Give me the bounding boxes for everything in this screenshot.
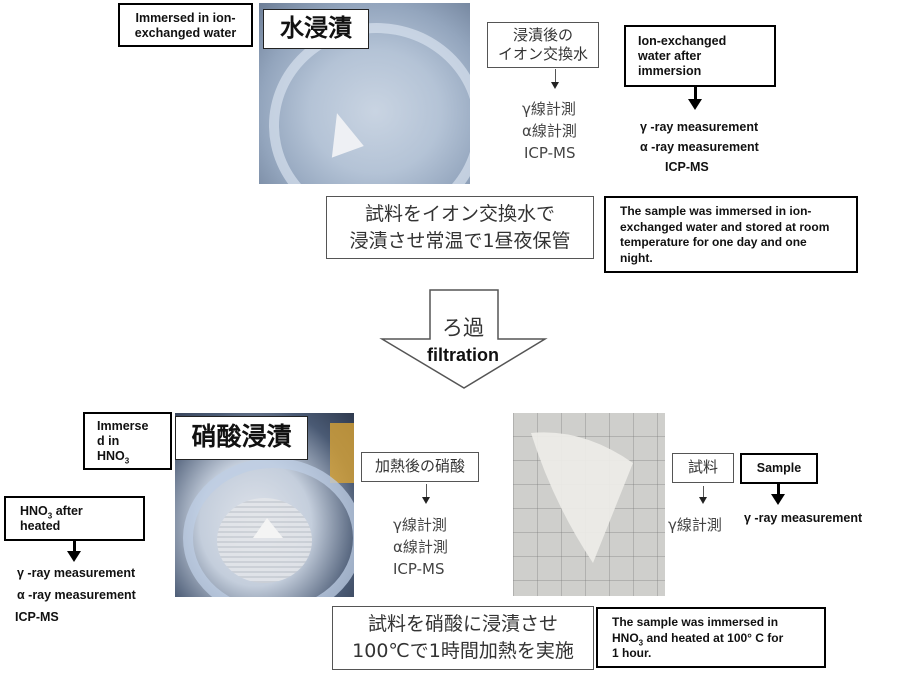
desc-hno3-jp-line1: 試料を硝酸に浸漬させ bbox=[367, 613, 558, 635]
desc-hno3-en-line1: The sample was immersed in bbox=[612, 615, 779, 629]
desc-hno3-jp-line2: 100℃で1時間加熱を実施 bbox=[352, 640, 574, 662]
measurement-en-gamma: γ -ray measurement bbox=[17, 566, 136, 580]
sample-en-box: Sample bbox=[740, 453, 818, 484]
measurements-hno3-en: γ -ray measurement α -ray measurement IC… bbox=[15, 562, 136, 628]
measurement-jp-alpha: α線計測 bbox=[522, 122, 577, 140]
photo-title-water: 水浸漬 bbox=[263, 9, 369, 49]
filtration-arrow-icon bbox=[379, 289, 548, 389]
photo-hno3-immersion: 硝酸浸漬 bbox=[175, 413, 354, 597]
measurement-jp-gamma: γ線計測 bbox=[522, 100, 576, 118]
desc-hno3-en-line2: HNO3 and heated at 100° C for bbox=[612, 631, 810, 647]
desc-hno3-jp-box: 試料を硝酸に浸漬させ 100℃で1時間加熱を実施 bbox=[332, 606, 594, 670]
label-hno3-line3: HNO3 bbox=[97, 449, 158, 466]
desc-hno3-subscript: 3 bbox=[638, 637, 644, 647]
photo-title-hno3: 硝酸浸漬 bbox=[175, 416, 308, 460]
measurements-water-en: γ -ray measurement α -ray measurement IC… bbox=[640, 117, 759, 177]
output-hno3-subscript: 3 bbox=[47, 511, 53, 521]
desc-hno3-en-line3: 1 hour. bbox=[612, 646, 652, 660]
filtration-label-en: filtration bbox=[427, 345, 499, 365]
measurement-jp-icpms: ICP-MS bbox=[524, 144, 576, 162]
label-hno3-subscript: 3 bbox=[124, 456, 130, 466]
photo-title-water-text: 水浸漬 bbox=[280, 14, 352, 42]
arrow-down-icon bbox=[699, 486, 707, 504]
measurements-water-jp: γ線計測 α線計測 ICP-MS bbox=[522, 98, 577, 164]
measurement-jp-gamma: γ線計測 bbox=[393, 516, 447, 534]
sample-jp-text: 試料 bbox=[687, 458, 718, 476]
photo-title-hno3-text: 硝酸浸漬 bbox=[191, 422, 292, 451]
output-hno3-after: after bbox=[52, 504, 83, 518]
output-water-en-text: Ion-exchanged water after immersion bbox=[638, 34, 727, 78]
sample-cone bbox=[531, 432, 633, 563]
desc-hno3-heated: and heated at 100° C for bbox=[643, 630, 784, 645]
filtration-labels: ろ過 filtration bbox=[378, 316, 548, 366]
sample-jp-box: 試料 bbox=[672, 453, 734, 483]
sample-en-text: Sample bbox=[756, 461, 802, 475]
measurement-en-alpha: α -ray measurement bbox=[640, 140, 759, 154]
arrow-down-icon bbox=[551, 69, 559, 89]
output-hno3-jp-box: 加熱後の硝酸 bbox=[361, 452, 479, 482]
output-hno3-en-box: HNO3 after heated bbox=[4, 496, 145, 541]
output-hno3-jp-text: 加熱後の硝酸 bbox=[374, 457, 465, 475]
sample-measurement-jp: γ線計測 bbox=[668, 516, 722, 534]
desc-water-en-box: The sample was immersed in ion-exchanged… bbox=[604, 196, 858, 273]
output-water-jp-line1: 浸漬後の bbox=[512, 26, 573, 44]
measurement-jp-icpms: ICP-MS bbox=[393, 560, 445, 578]
measurement-en-gamma: γ -ray measurement bbox=[640, 120, 759, 134]
sample-piece bbox=[253, 518, 283, 538]
label-hno3-line2: d in bbox=[97, 434, 120, 448]
output-water-en-box: Ion-exchanged water after immersion bbox=[624, 25, 776, 87]
container-rim bbox=[183, 458, 354, 597]
measurement-jp-alpha: α線計測 bbox=[393, 538, 448, 556]
container-rim bbox=[269, 23, 470, 184]
arrow-down-icon bbox=[422, 484, 430, 504]
filtration-label-jp: ろ過 bbox=[442, 316, 484, 340]
desc-water-jp-line2: 浸漬させ常温で1昼夜保管 bbox=[349, 230, 571, 252]
desc-water-jp-line1: 試料をイオン交換水で bbox=[364, 203, 555, 225]
desc-water-en-text: The sample was immersed in ion-exchanged… bbox=[620, 204, 830, 265]
label-hno3-line1: Immerse bbox=[97, 419, 149, 433]
label-immersed-water-text: Immersed in ion-exchanged water bbox=[134, 11, 237, 40]
output-hno3-line1: HNO3 after bbox=[20, 504, 129, 521]
output-water-jp-box: 浸漬後の イオン交換水 bbox=[487, 22, 599, 68]
container-edge bbox=[330, 423, 354, 483]
arrow-down-icon bbox=[67, 541, 81, 562]
label-hno3-formula: HNO bbox=[97, 449, 125, 463]
photo-sample bbox=[513, 413, 665, 596]
arrow-down-icon bbox=[771, 484, 785, 505]
sample-measurement-en: γ -ray measurement bbox=[744, 511, 863, 525]
desc-hno3-en-box: The sample was immersed in HNO3 and heat… bbox=[596, 607, 826, 668]
arrow-down-icon bbox=[688, 87, 702, 110]
desc-hno3-formula: HNO bbox=[612, 630, 639, 645]
measurement-en-icpms: ICP-MS bbox=[15, 610, 59, 624]
output-water-jp-line2: イオン交換水 bbox=[497, 45, 588, 63]
output-hno3-line2: heated bbox=[20, 519, 61, 533]
mesh-filter bbox=[217, 498, 312, 583]
desc-water-jp-box: 試料をイオン交換水で 浸漬させ常温で1昼夜保管 bbox=[326, 196, 594, 259]
label-immersed-hno3: Immerse d in HNO3 bbox=[83, 412, 172, 470]
photo-water-immersion: 水浸漬 bbox=[259, 3, 470, 184]
measurements-hno3-jp: γ線計測 α線計測 ICP-MS bbox=[393, 514, 448, 580]
measurement-en-icpms: ICP-MS bbox=[665, 160, 709, 174]
measurement-en-alpha: α -ray measurement bbox=[17, 588, 136, 602]
label-immersed-water: Immersed in ion-exchanged water bbox=[118, 3, 253, 47]
output-hno3-formula: HNO bbox=[20, 504, 48, 518]
